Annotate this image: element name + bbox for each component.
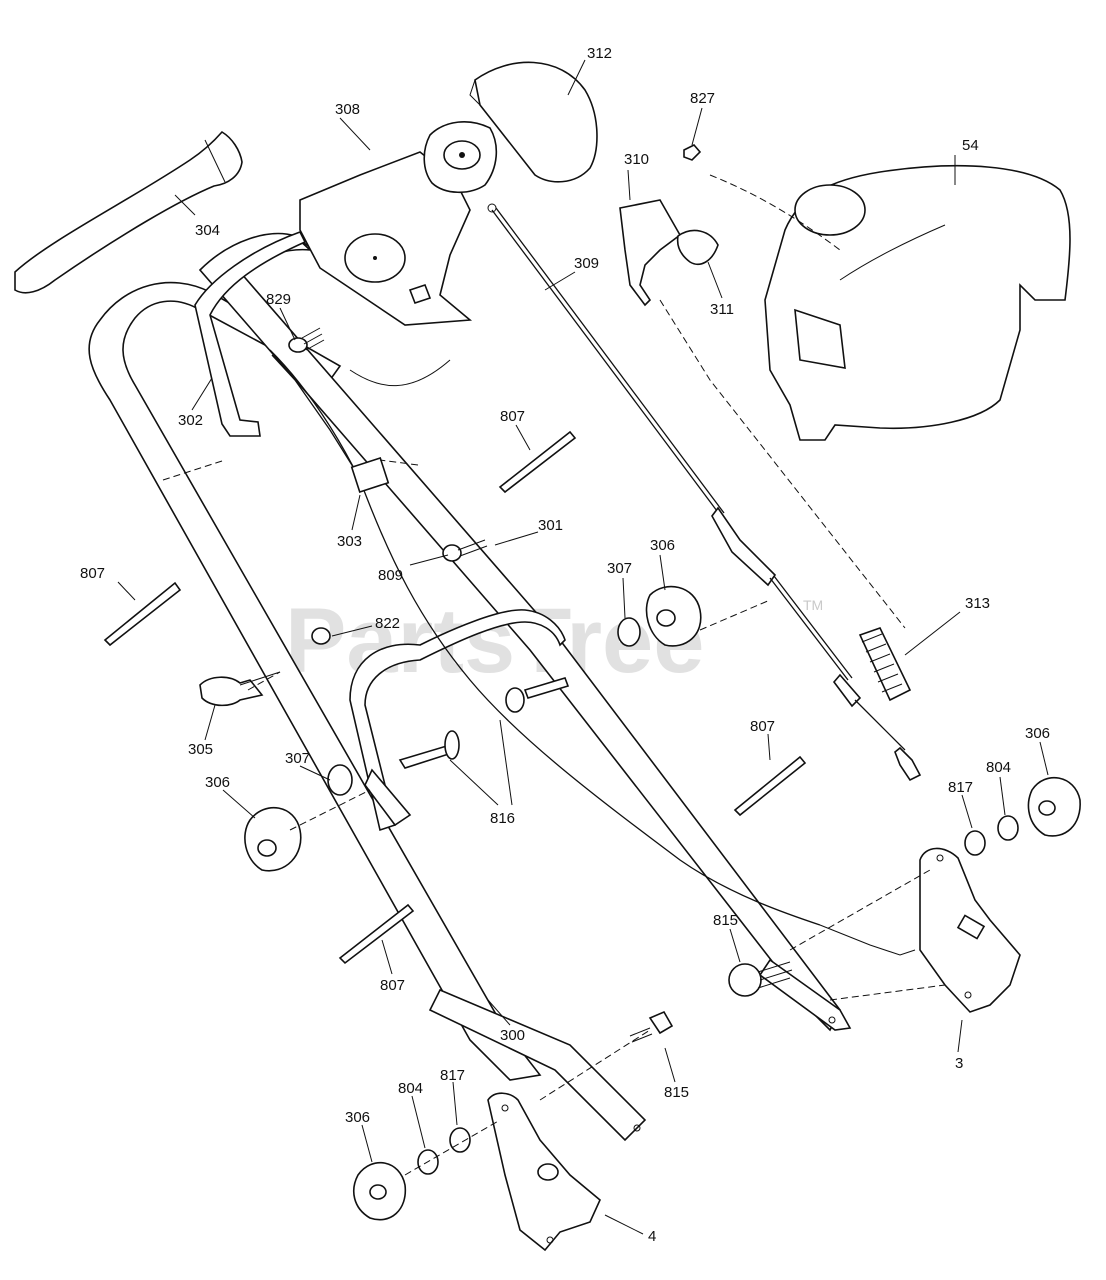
control-cable <box>269 349 821 926</box>
callout-817-bottom: 817 <box>440 1067 465 1084</box>
callout-804-bottom: 804 <box>398 1080 423 1097</box>
dashed-guide-9 <box>404 1119 501 1176</box>
bolt-816 <box>398 677 570 769</box>
engine-cover-54 <box>764 164 1071 441</box>
dashed-guide-10 <box>709 174 841 251</box>
callout-303: 303 <box>337 533 362 550</box>
callout-308: 308 <box>335 101 360 118</box>
cable-tie-807-left <box>103 581 182 647</box>
washer-307-mid <box>617 617 641 647</box>
callout-804-right: 804 <box>986 759 1011 776</box>
grip-304 <box>14 130 243 294</box>
cable-tie-807-upper <box>498 430 577 494</box>
callout-labels: 312 827 308 310 54 304 309 311 829 302 8… <box>80 45 1050 1245</box>
cable-tie-807-bottom <box>338 903 415 965</box>
knob-306-bottom <box>352 1161 407 1221</box>
callout-827: 827 <box>690 90 715 107</box>
callout-309: 309 <box>574 255 599 272</box>
dashed-guide-3 <box>247 671 281 691</box>
screw-829 <box>288 327 325 353</box>
dashed-guide-7 <box>829 984 946 1001</box>
lower-handle-300 <box>88 281 647 1142</box>
callout-307-mid: 307 <box>607 560 632 577</box>
callout-310: 310 <box>624 151 649 168</box>
leader-lines <box>117 59 1049 1235</box>
callout-815-bottom: 815 <box>664 1084 689 1101</box>
callout-807-left: 807 <box>80 565 105 582</box>
callout-311: 311 <box>710 301 734 318</box>
callout-816: 816 <box>490 810 515 827</box>
washer-817-right <box>964 830 986 856</box>
callout-807-right: 807 <box>750 718 775 735</box>
callout-817-right: 817 <box>948 779 973 796</box>
callout-305: 305 <box>188 741 213 758</box>
callout-807-bottom: 807 <box>380 977 405 994</box>
control-bar-302 <box>194 231 307 437</box>
callout-304: 304 <box>195 222 220 239</box>
knob-305 <box>199 671 281 707</box>
callout-306-bottom: 306 <box>345 1109 370 1126</box>
cover-312 <box>474 61 598 183</box>
dashed-guide-11 <box>379 459 419 466</box>
bolt-815-bottom <box>629 1010 674 1043</box>
callout-306-right: 306 <box>1025 725 1050 742</box>
spring-313 <box>858 627 912 702</box>
washer-307-left <box>327 764 353 796</box>
cable-clip-303 <box>350 456 390 494</box>
nut-822 <box>311 627 331 645</box>
callout-822: 822 <box>375 615 400 632</box>
callout-3: 3 <box>955 1055 963 1072</box>
console-knob <box>423 121 498 194</box>
dashed-guide-4 <box>289 789 371 831</box>
callout-312: 312 <box>587 45 612 62</box>
bolt-815-right <box>728 961 793 997</box>
dashed-guide-6 <box>789 869 931 951</box>
bracket-3 <box>919 847 1021 1013</box>
knob-306-mid <box>645 585 702 647</box>
washer-804-right <box>997 815 1019 841</box>
cable-tie-807-right <box>733 755 807 817</box>
callout-829: 829 <box>266 291 291 308</box>
knob-306-left <box>244 806 302 872</box>
throttle-cable-309 <box>487 203 922 782</box>
callout-809: 809 <box>378 567 403 584</box>
arc-guide <box>349 359 451 387</box>
callout-300: 300 <box>500 1027 525 1044</box>
callout-301: 301 <box>538 517 563 534</box>
callout-807-upper: 807 <box>500 408 525 425</box>
callout-306-left: 306 <box>205 774 230 791</box>
dashed-guide-1 <box>659 299 906 629</box>
crossbar-loop <box>349 609 566 832</box>
knob-306-right <box>1027 776 1081 837</box>
callout-306-mid: 306 <box>650 537 675 554</box>
throttle-lever-310 <box>619 199 719 307</box>
callout-313: 313 <box>965 595 990 612</box>
callout-54: 54 <box>962 137 979 154</box>
dashed-guide-5 <box>699 599 771 631</box>
console-308 <box>299 151 473 326</box>
bracket-4 <box>487 1092 601 1252</box>
callout-302: 302 <box>178 412 203 429</box>
callout-307-left: 307 <box>285 750 310 767</box>
cable-upper-link <box>271 354 356 471</box>
nut-827 <box>683 144 702 161</box>
cable-end <box>819 924 916 956</box>
washer-817-bottom <box>449 1127 471 1153</box>
callout-815-right: 815 <box>713 912 738 929</box>
watermark-trademark: TM <box>803 597 823 613</box>
screw-809 <box>442 539 488 562</box>
callout-4: 4 <box>648 1228 656 1245</box>
